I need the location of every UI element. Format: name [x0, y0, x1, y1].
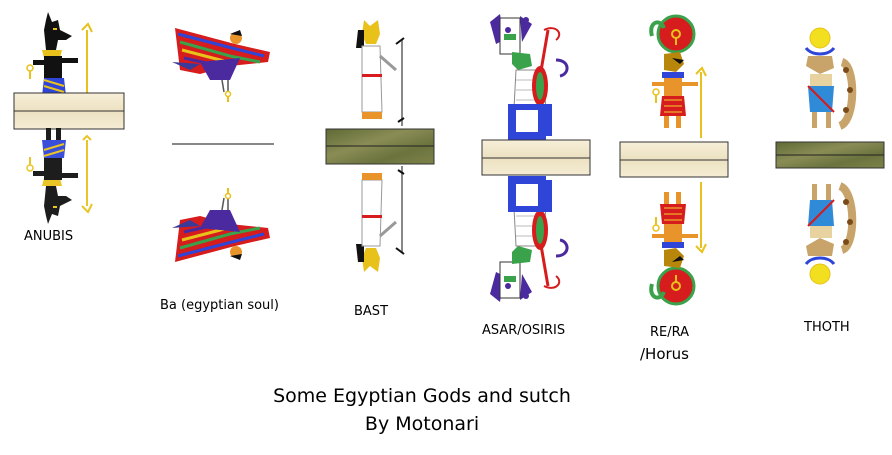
anubis-label: ANUBIS — [24, 229, 74, 244]
bast-sprite — [325, 18, 435, 274]
ra-sprite — [619, 14, 729, 306]
thoth-label: THOTH — [804, 320, 850, 335]
ba-sprite — [170, 26, 274, 264]
anubis-sprite — [13, 11, 125, 225]
bast-label: BAST — [354, 304, 389, 319]
ra-label-line1: RE/RA — [650, 325, 690, 340]
osiris-sprite — [481, 12, 591, 304]
thoth-sprite — [775, 28, 885, 284]
credit-line1: Some Egyptian Gods and sutch — [273, 385, 571, 407]
ba-label: Ba (egyptian soul) — [160, 298, 279, 313]
osiris-label: ASAR/OSIRIS — [482, 323, 566, 338]
ra-label-line2: /Horus — [640, 345, 689, 363]
credit-line2: By Motonari — [364, 413, 480, 435]
